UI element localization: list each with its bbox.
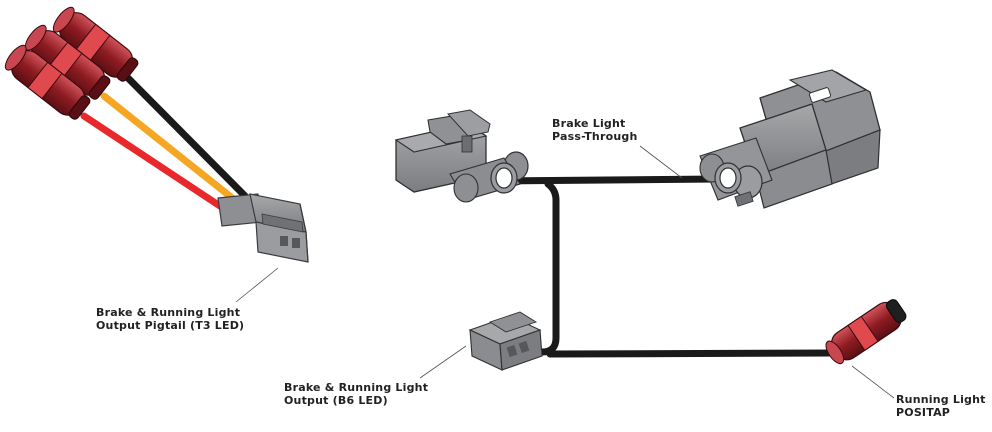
b6-label-line1: Brake & Running Light — [284, 381, 429, 394]
passthrough-leader-line — [639, 145, 683, 179]
pigtail-label-line2: Output Pigtail (T3 LED) — [96, 319, 245, 332]
positap-label-line1: Running Light — [896, 393, 986, 406]
pigtail-label-line1: Brake & Running Light — [96, 306, 241, 319]
b6-leader-line — [419, 345, 467, 379]
passthrough-label-line1: Brake Light — [552, 117, 626, 130]
passthrough-connector-left — [394, 109, 529, 203]
passthrough-connector-right — [699, 69, 881, 209]
harness-wire-bottom — [546, 349, 836, 358]
t3-leader-line — [235, 267, 279, 303]
t3-pigtail — [4, 6, 309, 303]
black-wire — [124, 74, 249, 200]
passthrough-label-line2: Pass-Through — [552, 130, 638, 143]
positap-label: Running Light POSITAP — [896, 393, 986, 419]
b6-label-line2: Output (B6 LED) — [284, 394, 388, 407]
positap-label-line2: POSITAP — [896, 406, 951, 419]
positap-leader-line — [851, 365, 895, 399]
t3-connector — [217, 193, 309, 263]
passthrough-label: Brake Light Pass-Through — [552, 117, 638, 143]
running-light-positap — [825, 299, 907, 365]
harness-wire-top — [496, 175, 722, 185]
b6-label: Brake & Running Light Output (B6 LED) — [284, 381, 428, 407]
b6-connector — [468, 311, 543, 371]
orange-wire — [100, 92, 240, 205]
connector-barrels — [449, 151, 529, 203]
red-wire — [80, 112, 230, 214]
harness-wire-drop — [524, 180, 560, 356]
harness — [496, 175, 836, 358]
pigtail-label: Brake & Running Light Output Pigtail (T3… — [96, 306, 244, 332]
positap-bottom — [4, 44, 91, 120]
